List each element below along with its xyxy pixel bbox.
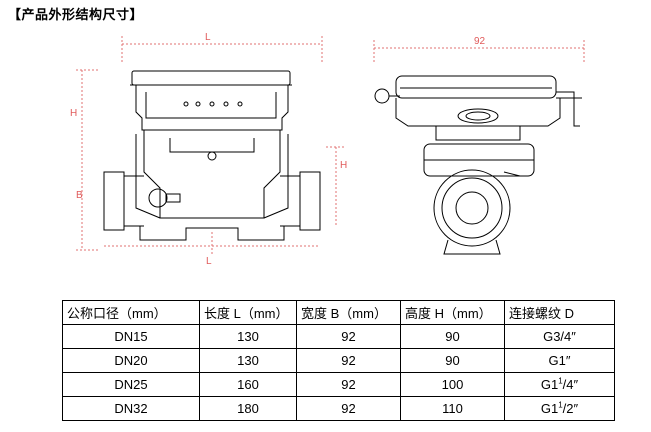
cell-height: 90 [400,324,505,349]
cell-size: DN32 [62,396,200,421]
dimension-line-top-right [373,40,585,62]
cell-height: 90 [400,348,505,373]
cell-thread: G11/2″ [504,396,615,421]
cell-size: DN25 [62,372,200,397]
header-width: 宽度 B（mm） [296,300,401,325]
cell-width: 92 [296,324,401,349]
table-header-row: 公称口径（mm） 长度 L（mm） 宽度 B（mm） 高度 H（mm） 连接螺纹… [62,300,615,325]
header-thread: 连接螺纹 D [504,300,615,325]
table-row: DN25 160 92 100 G11/4″ [62,372,615,397]
table-row: DN20 130 92 90 G1″ [62,348,615,373]
dimension-line-bottom [104,232,320,254]
dim-label-bottom: L [206,256,212,267]
dim-label-left: H [70,108,77,119]
thread-tail: /4″ [562,377,579,392]
dimension-drawing: L H B 92 L H [70,32,585,267]
header-length: 长度 L（mm） [199,300,297,325]
thread-base: G1″ [548,353,571,368]
cell-length: 130 [199,324,297,349]
section-heading: 【产品外形结构尺寸】 [8,8,144,23]
header-size: 公称口径（mm） [62,300,200,325]
cell-width: 92 [296,396,401,421]
cell-length: 160 [199,372,297,397]
thread-base: G1 [540,377,559,392]
table-row: DN32 180 92 110 G11/2″ [62,396,615,421]
spec-table: 公称口径（mm） 长度 L（mm） 宽度 B（mm） 高度 H（mm） 连接螺纹… [62,300,615,421]
cell-height: 110 [400,396,505,421]
thread-base: G1 [540,401,559,416]
cell-thread: G11/4″ [504,372,615,397]
dim-label-top-left: L [205,32,211,43]
cell-height: 100 [400,372,505,397]
cell-thread: G3/4″ [504,324,615,349]
table-row: DN15 130 92 90 G3/4″ [62,324,615,349]
dimension-line-right [326,146,344,227]
thread-sup: 1 [558,376,563,386]
cell-size: DN15 [62,324,200,349]
dim-label-top-right: 92 [474,36,486,47]
dimension-line-left [76,69,100,251]
cell-size: DN20 [62,348,200,373]
cell-thread: G1″ [504,348,615,373]
cell-width: 92 [296,372,401,397]
dim-label-side: B [76,190,83,201]
dim-label-right: H [340,160,347,171]
thread-tail: /2″ [562,401,579,416]
cell-width: 92 [296,348,401,373]
header-height: 高度 H（mm） [400,300,505,325]
thread-sup: 1 [558,400,563,410]
cell-length: 130 [199,348,297,373]
cell-length: 180 [199,396,297,421]
dimension-line-top-left [121,36,323,62]
thread-base: G3/4″ [543,329,576,344]
